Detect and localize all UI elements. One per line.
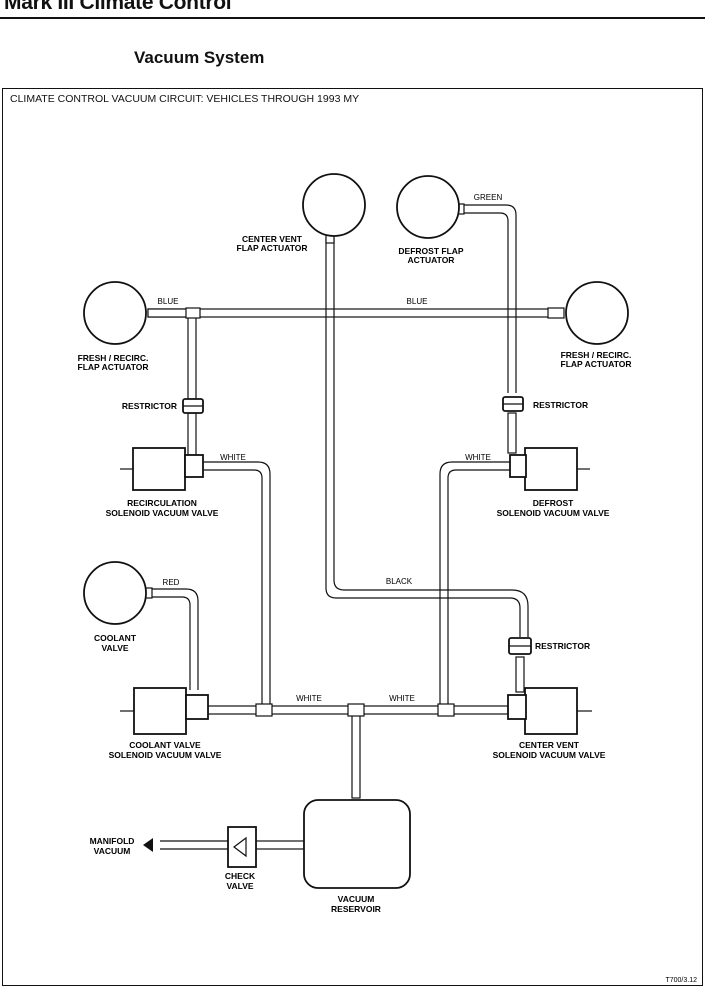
tee-left <box>185 307 201 319</box>
label-coolant-valve-1: COOLANT <box>94 633 137 643</box>
hose-red-outer <box>150 588 199 690</box>
label-hose-green: GREEN <box>474 193 503 202</box>
label-hose-white-bottom-left: WHITE <box>296 694 322 703</box>
fresh-recirc-right-actuator <box>565 281 629 345</box>
hose-green-inner <box>462 212 509 393</box>
label-defrost-flap-2: ACTUATOR <box>408 255 455 265</box>
fresh-recirc-left-actuator <box>83 281 147 345</box>
hose-white-defrost-inner <box>447 469 512 706</box>
label-fresh-recirc-right-2: FLAP ACTUATOR <box>561 359 632 369</box>
restrictors <box>182 396 532 655</box>
label-recirc-valve-1: RECIRCULATION <box>127 498 197 508</box>
restrictor-center <box>508 637 532 655</box>
manifold-arrow-icon <box>143 838 153 852</box>
coolant-valve <box>83 561 147 625</box>
diagram-frame <box>2 88 703 986</box>
label-restrictor-right: RESTRICTOR <box>533 400 588 410</box>
label-vacuum-reservoir-1: VACUUM <box>338 894 375 904</box>
connector-tubes <box>139 203 565 717</box>
chapter-title: Mark III Climate Control <box>4 0 232 14</box>
label-restrictor-center: RESTRICTOR <box>535 641 590 651</box>
hose-white-recirc-inner <box>203 469 263 706</box>
label-vacuum-reservoir-2: RESERVOIR <box>331 904 381 914</box>
label-fresh-recirc-left-1: FRESH / RECIRC. <box>78 353 149 363</box>
hose-labels: GREEN BLUE BLUE WHITE WHITE RED BLACK WH… <box>158 193 503 703</box>
coolant-solenoid-valve <box>120 687 209 735</box>
label-hose-blue-main: BLUE <box>407 297 428 306</box>
label-check-valve-1: CHECK <box>225 871 256 881</box>
hose-green-outer <box>462 204 517 393</box>
restrictor-left <box>182 398 204 414</box>
label-coolant-valve-2: VALVE <box>101 643 128 653</box>
vacuum-reservoir <box>303 799 411 889</box>
label-defrost-valve-2: SOLENOID VACUUM VALVE <box>497 508 610 518</box>
recirc-solenoid-valve <box>120 447 204 491</box>
label-center-vent-flap-2: FLAP ACTUATOR <box>237 243 308 253</box>
label-hose-blue-left: BLUE <box>158 297 179 306</box>
component-labels: CENTER VENT FLAP ACTUATOR DEFROST FLAP A… <box>78 234 632 914</box>
hose-white-recirc-outer <box>203 461 271 706</box>
tube-right-actuator <box>547 307 565 319</box>
tube-left-actuator <box>147 308 189 318</box>
figure-code: T700/3.12 <box>665 977 697 984</box>
center-vent-flap-actuator <box>302 173 366 237</box>
tee-defrost <box>437 703 455 717</box>
hose-black-outer <box>325 238 521 637</box>
hose-red-inner <box>150 596 191 690</box>
label-hose-white-bottom-right: WHITE <box>389 694 415 703</box>
label-coolant-solenoid-1: COOLANT VALVE <box>129 740 201 750</box>
label-manifold-vacuum-1: MANIFOLD <box>90 836 135 846</box>
restrictor-right <box>502 396 524 412</box>
defrost-solenoid-valve <box>509 447 590 491</box>
label-defrost-flap-1: DEFROST FLAP <box>398 246 463 256</box>
hose-manifold <box>160 840 228 850</box>
hose-left-upper <box>187 316 197 400</box>
defrost-flap-actuator <box>396 175 460 239</box>
hose-right-lower <box>507 412 517 454</box>
label-center-vent-flap-1: CENTER VENT <box>242 234 303 244</box>
check-valve <box>227 826 257 868</box>
label-hose-white-defrost: WHITE <box>465 453 491 462</box>
tee-recirc <box>255 703 273 717</box>
label-fresh-recirc-left-2: FLAP ACTUATOR <box>78 362 149 372</box>
hose-white-defrost-outer <box>439 461 512 706</box>
hose-check-reservoir <box>255 840 305 850</box>
chapter-rule <box>0 17 705 19</box>
section-title: Vacuum System <box>134 48 265 67</box>
solenoid-valves <box>120 447 592 735</box>
hose-reservoir-feed <box>351 713 361 799</box>
label-center-vent-solenoid-1: CENTER VENT <box>519 740 580 750</box>
actuators <box>83 173 629 625</box>
tee-reservoir <box>347 703 365 717</box>
hose-left-lower <box>187 412 197 456</box>
hose-center-restrictor <box>515 656 525 693</box>
label-hose-black: BLACK <box>386 577 413 586</box>
label-recirc-valve-2: SOLENOID VACUUM VALVE <box>106 508 219 518</box>
diagram-title: CLIMATE CONTROL VACUUM CIRCUIT: VEHICLES… <box>10 93 360 105</box>
label-center-vent-solenoid-2: SOLENOID VACUUM VALVE <box>493 750 606 760</box>
label-restrictor-left: RESTRICTOR <box>122 401 177 411</box>
label-coolant-solenoid-2: SOLENOID VACUUM VALVE <box>109 750 222 760</box>
label-fresh-recirc-right-1: FRESH / RECIRC. <box>561 350 632 360</box>
center-vent-solenoid-valve <box>507 687 592 735</box>
label-manifold-vacuum-2: VACUUM <box>94 846 131 856</box>
label-hose-red: RED <box>163 578 180 587</box>
hose-blue-main <box>147 308 561 318</box>
label-check-valve-2: VALVE <box>226 881 253 891</box>
hose-black-inner <box>333 238 529 637</box>
label-hose-white-recirc: WHITE <box>220 453 246 462</box>
label-defrost-valve-1: DEFROST <box>533 498 574 508</box>
